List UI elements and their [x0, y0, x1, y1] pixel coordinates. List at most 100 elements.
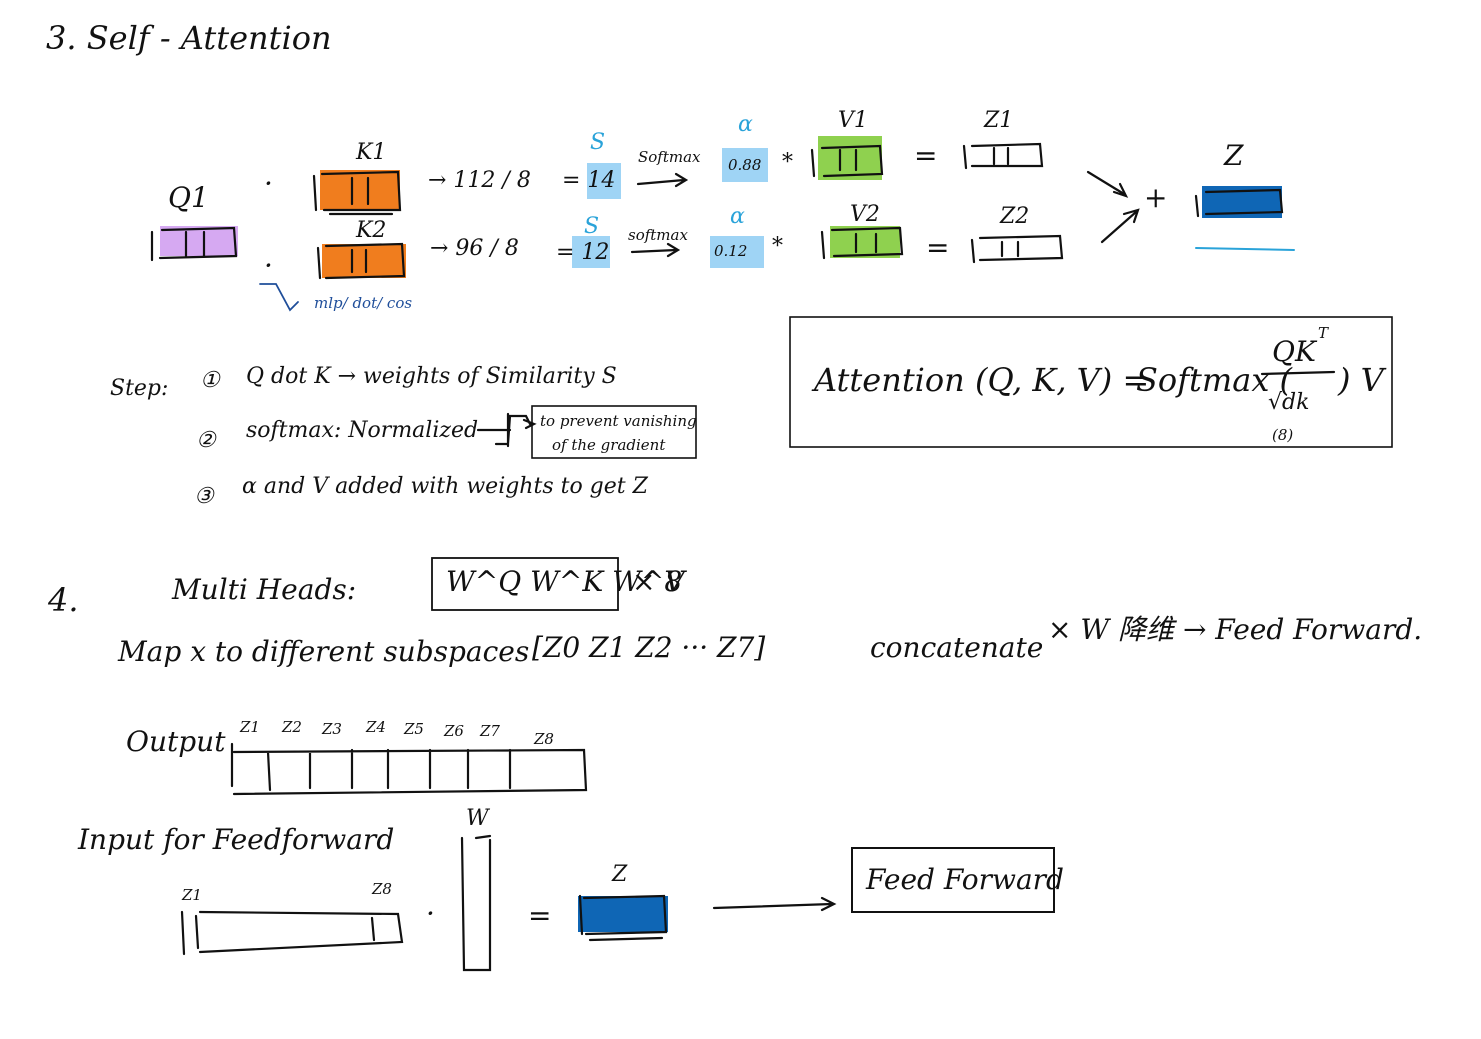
k1-label: K1: [356, 140, 387, 165]
formula-box: [789, 316, 1393, 448]
sigmoid-glyph: [476, 412, 537, 448]
z-vector-outline: [1194, 188, 1284, 218]
dot-operator-2: ·: [264, 249, 273, 282]
section4-title: 4.: [48, 581, 79, 619]
k1-vector-outline: [312, 170, 402, 216]
feedforward-box-label: Feed Forward: [866, 863, 1064, 896]
formula-softmax: Softmax (: [1136, 361, 1293, 399]
input-equals: =: [528, 899, 552, 932]
softmax1-label: Softmax: [638, 148, 701, 166]
formula-denominator-note: (8): [1272, 426, 1294, 444]
score1-text: → 112 / 8: [428, 168, 531, 193]
s2-highlight: [572, 236, 610, 268]
formula-tail: ) V: [1338, 361, 1384, 399]
output-cell-3: Z3: [322, 720, 342, 738]
plus-sign: +: [1144, 181, 1168, 214]
step2-number: ②: [196, 428, 216, 453]
input-z1: Z1: [182, 886, 202, 904]
z-output-outline: [578, 894, 668, 942]
head-vector: [Z0 Z1 Z2 ··· Z7]: [532, 631, 766, 664]
dot-operator-1: ·: [264, 167, 273, 200]
v1-label: V1: [838, 108, 868, 133]
z-label: Z: [1224, 139, 1244, 172]
a1-highlight: [722, 148, 768, 182]
step1-text: Q dot K → weights of Similarity S: [246, 364, 617, 389]
v2-label: V2: [850, 202, 880, 227]
input-z8: Z8: [372, 880, 392, 898]
concatenate-text: concatenate: [870, 631, 1044, 664]
v1-vector-fill: [818, 136, 882, 180]
a2-highlight: [710, 236, 764, 268]
s2-value: = 12: [556, 240, 610, 265]
z1-label: Z1: [984, 108, 1014, 133]
k2-vector-outline: [316, 242, 406, 280]
times-1: *: [782, 150, 793, 175]
k2-label: K2: [356, 218, 387, 243]
softmax1-arrow: [636, 172, 689, 188]
equals-2: =: [926, 231, 950, 264]
step2-note-line1: to prevent vanishing: [540, 412, 697, 430]
a2-value: 0.12: [714, 242, 748, 260]
step3-text: α and V added with weights to get Z: [242, 474, 648, 499]
z-output-label: Z: [612, 862, 628, 887]
step1-number: ①: [200, 368, 220, 393]
q1-label: Q1: [168, 181, 209, 214]
softmax2-arrow: [630, 242, 681, 258]
times-eight: × 8: [632, 565, 683, 598]
output-cell-4: Z4: [366, 718, 386, 736]
dot-note-arrow: [259, 283, 299, 312]
subspace-text: Map x to different subspaces: [118, 635, 530, 668]
weights-text: W^Q W^K W^V: [446, 565, 685, 598]
q1-vector-fill: [160, 226, 238, 256]
input-dot: ·: [426, 897, 435, 930]
step2-text: softmax: Normalized: [246, 418, 479, 443]
w-label: W: [466, 806, 489, 831]
formula-fraction-bar: [1260, 370, 1336, 376]
s1-highlight: [587, 163, 621, 199]
output-cell-2: Z2: [282, 718, 302, 736]
times-2: *: [772, 234, 783, 259]
k2-vector-fill: [322, 244, 406, 278]
v1-vector-outline: [810, 144, 884, 178]
step2-note-line2: of the gradient: [552, 436, 666, 454]
steps-label: Step:: [110, 376, 169, 401]
a1-value: 0.88: [728, 156, 762, 174]
z2-vector: [970, 234, 1064, 264]
formula-sup: T: [1318, 324, 1329, 342]
merge-arrow-top: [1086, 170, 1129, 198]
output-cell-7: Z7: [480, 722, 500, 740]
k1-vector-fill: [320, 170, 400, 210]
feedforward-box: [851, 847, 1055, 913]
step3-number: ③: [194, 484, 214, 509]
merge-arrow-bottom: [1100, 208, 1140, 244]
feedforward-arrow: [712, 896, 837, 912]
z-underline: [1195, 247, 1295, 251]
equals-1: =: [914, 139, 938, 172]
a1-label: α: [738, 112, 753, 137]
output-row: [230, 742, 588, 796]
softmax2-label: softmax: [628, 226, 688, 244]
z1-vector: [962, 142, 1044, 170]
weights-box: [431, 557, 619, 611]
v2-vector-outline: [820, 226, 904, 260]
score2-text: → 96 / 8: [430, 236, 519, 261]
multiheads-heading: Multi Heads:: [172, 573, 357, 606]
output-cell-5: Z5: [404, 720, 424, 738]
output-cell-6: Z6: [444, 722, 464, 740]
s1-label: S: [590, 130, 606, 155]
q1-vector-outline: [150, 226, 238, 262]
dot-method-note: mlp/ dot/ cos: [314, 294, 413, 312]
z-output-fill: [578, 896, 668, 932]
section4-tail: × W 降维 → Feed Forward.: [1048, 613, 1423, 646]
s2-label: S: [584, 214, 600, 239]
a2-label: α: [730, 204, 745, 229]
section3-title: 3. Self - Attention: [46, 19, 332, 57]
formula-denominator: √dk: [1268, 390, 1310, 415]
step2-note-box: [531, 405, 697, 459]
output-cell-1: Z1: [240, 718, 260, 736]
output-cell-8: Z8: [534, 730, 554, 748]
input-label: Input for Feedforward: [78, 823, 395, 856]
w-matrix: [460, 834, 492, 972]
